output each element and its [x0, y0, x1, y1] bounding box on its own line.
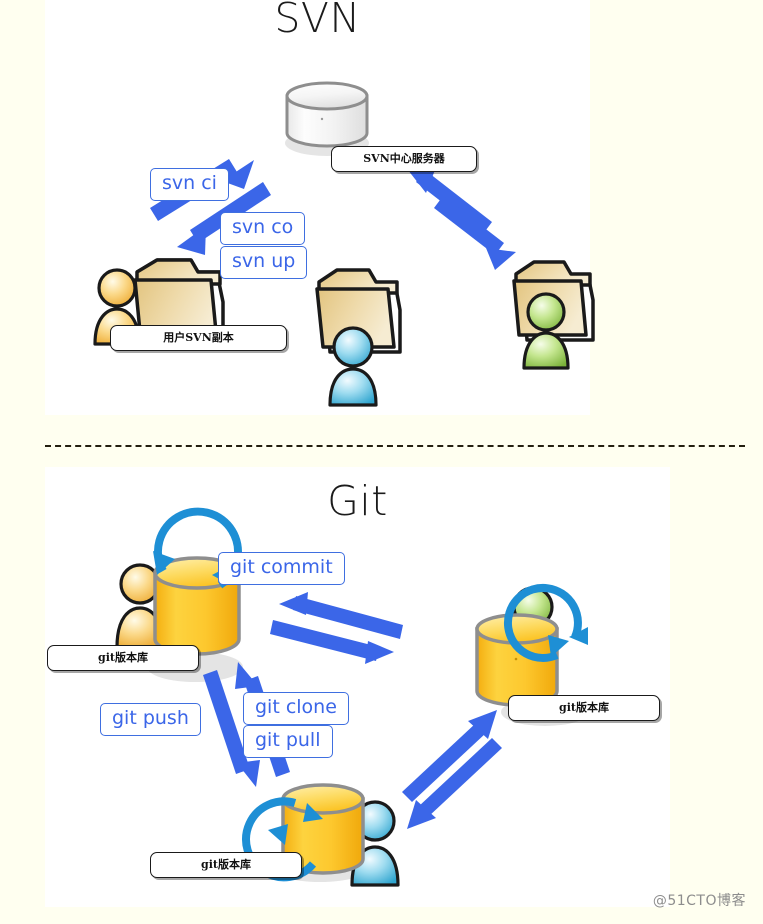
section-divider — [45, 445, 745, 447]
label-git-clone[interactable]: git clone — [243, 692, 349, 725]
svn-client-blue — [315, 268, 402, 407]
git-diagram-panel: Git — [45, 467, 670, 907]
callout-git-repo-blue[interactable]: git版本库 — [150, 852, 302, 878]
label-git-push[interactable]: git push — [100, 703, 201, 736]
svn-diagram-panel: SVN — [45, 0, 595, 415]
label-git-pull[interactable]: git pull — [243, 725, 333, 758]
git-arrow-blue-to-green — [402, 710, 497, 802]
svn-arrow-right-in — [404, 165, 492, 234]
git-graphics-layer — [115, 507, 589, 887]
callout-git-repo-orange[interactable]: git版本库 — [47, 645, 199, 671]
svn-title: SVN — [274, 0, 361, 42]
git-arrow-green-to-blue — [407, 738, 502, 829]
label-git-commit[interactable]: git commit — [218, 552, 345, 585]
svn-client-green — [512, 260, 595, 370]
callout-svn-server[interactable]: SVN中心服务器 — [331, 146, 477, 172]
git-arrow-green-to-orange — [279, 592, 403, 639]
label-svn-ci[interactable]: svn ci — [150, 168, 229, 201]
git-arrow-orange-to-green — [270, 620, 394, 664]
label-svn-up[interactable]: svn up — [220, 246, 308, 279]
callout-svn-client-copy[interactable]: 用户SVN副本 — [110, 325, 287, 351]
svn-arrow-right-out — [434, 196, 516, 270]
svn-graphics-layer — [93, 81, 595, 407]
label-svn-co[interactable]: svn co — [220, 212, 306, 245]
git-title: Git — [327, 477, 388, 525]
watermark: @51CTO博客 — [652, 893, 746, 909]
callout-git-repo-green[interactable]: git版本库 — [508, 695, 660, 721]
